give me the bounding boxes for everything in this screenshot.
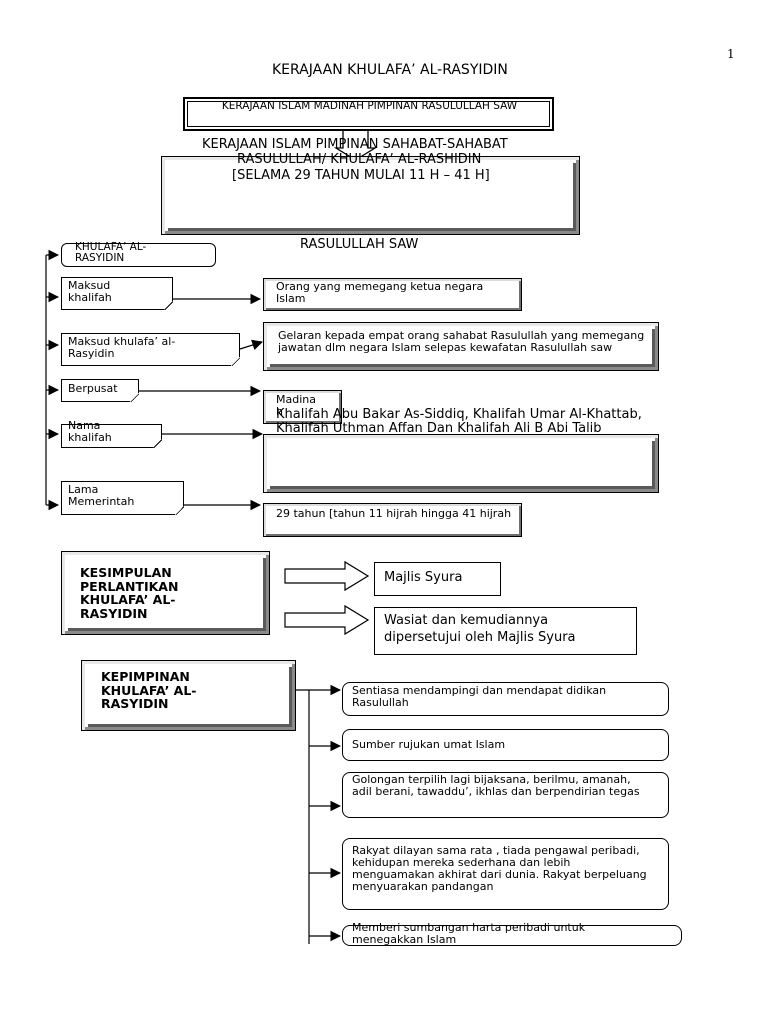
label-maksud-khalifah — [61, 277, 173, 310]
page-number: 1 — [727, 47, 735, 61]
label-nama-khalifah — [61, 424, 162, 448]
kepimpinan-item-5 — [342, 925, 682, 946]
label-lama-memerintah-text: Lama Memerintah — [68, 483, 135, 508]
value-lama-memerintah — [263, 503, 522, 537]
kepimpinan-box — [81, 660, 296, 731]
value-maksud-khulafa-text: Gelaran kepada empat orang sahabat Rasul… — [278, 329, 645, 354]
value-maksud-khulafa — [263, 322, 659, 371]
kepimpinan-item-4 — [342, 838, 669, 910]
label-berpusat-text: Berpusat — [68, 382, 118, 395]
tree-root-node — [61, 243, 216, 267]
value-nama-khalifah — [263, 434, 659, 493]
arrow-2 — [239, 339, 264, 351]
label-lama-memerintah — [61, 481, 184, 515]
top-box-text: KERAJAAN ISLAM MADINAH PIMPINAN RASULULL… — [221, 100, 518, 112]
value-maksud-khalifah — [263, 278, 522, 311]
middle-box-line2: RASULULLAH/ KHULAFA’ AL-RASHIDIN — [237, 152, 482, 167]
value-berpusat-text: Madinah — [276, 393, 316, 418]
middle-box-line3: [SELAMA 29 TAHUN MULAI 11 H – 41 H] — [232, 168, 490, 183]
label-maksud-khulafa-text: Maksud khulafa’ al-Rasyidin — [68, 335, 176, 360]
kepimpinan-title: KEPIMPINAN KHULAFA’ AL-RASYIDIN — [101, 669, 197, 711]
top-box — [183, 97, 554, 131]
label-berpusat — [61, 379, 139, 402]
label-nama-khalifah-text: Nama khalifah — [68, 419, 112, 444]
rasulullah-label: RASULULLAH SAW — [300, 237, 419, 252]
value-lama-memerintah-text: 29 tahun [tahun 11 hijrah hingga 41 hijr… — [276, 507, 512, 520]
outcome-majlis-syura-text: Majlis Syura — [384, 570, 463, 585]
kesimpulan-box — [61, 551, 270, 635]
tree-root-label: KHULAFA’ AL-RASYIDIN — [75, 241, 147, 265]
kepimpinan-item-1 — [342, 682, 669, 716]
kesimpulan-title: KESIMPULAN PERLANTIKAN KHULAFA’ AL-RASYI… — [80, 565, 179, 621]
kepimpinan-item-3 — [342, 772, 669, 818]
down-block-arrow — [333, 129, 378, 161]
outcome-wasiat — [374, 607, 637, 655]
kepimpinan-item-2 — [342, 729, 669, 761]
kepimpinan-item-1-text: Sentiasa mendampingi dan mendapat didika… — [352, 684, 607, 709]
kepimpinan-item-2-text: Sumber rujukan umat Islam — [352, 738, 506, 751]
page-title: KERAJAAN KHULAFA’ AL-RASYIDIN — [272, 62, 508, 78]
outcome-majlis-syura — [374, 562, 501, 596]
value-nama-khalifah-text: Khalifah Abu Bakar As-Siddiq, Khalifah U… — [276, 407, 642, 437]
outcome-wasiat-text: Wasiat dan kemudiannya dipersetujui oleh… — [384, 613, 576, 645]
label-maksud-khulafa — [61, 333, 240, 366]
middle-box — [161, 156, 580, 235]
kepimpinan-item-5-text: Memberi sumbangan harta peribadi untuk m… — [352, 921, 586, 946]
middle-box-line1: KERAJAAN ISLAM PIMPINAN SAHABAT-SAHABAT — [202, 137, 508, 152]
block-arrow-2 — [284, 604, 370, 636]
label-maksud-khalifah-text: Maksud khalifah — [68, 279, 112, 304]
block-arrow-1 — [284, 560, 370, 592]
kepimpinan-item-4-text: Rakyat dilayan sama rata , tiada pengawa… — [352, 844, 647, 893]
kepimpinan-item-3-text: Golongan terpilih lagi bijaksana, berilm… — [352, 773, 640, 798]
value-berpusat — [263, 390, 342, 424]
value-maksud-khalifah-text: Orang yang memegang ketua negara Islam — [276, 280, 484, 305]
